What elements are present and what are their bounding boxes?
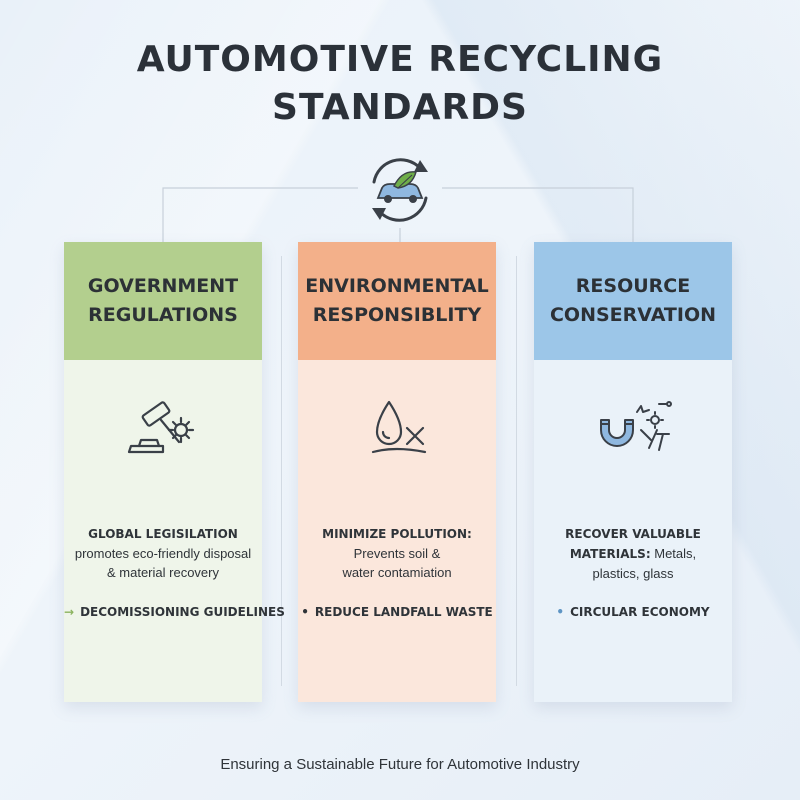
heading-line-2: CONSERVATION: [549, 304, 717, 326]
column-description: MINIMIZE POLLUTION: Prevents soil & wate…: [304, 524, 490, 582]
column-description: GLOBAL LEGISILATION promotes eco-friendl…: [70, 524, 256, 582]
recycling-car-leaf-icon: [358, 152, 442, 228]
title-line-1: AUTOMOTIVE RECYCLING: [136, 39, 664, 80]
page-title: AUTOMOTIVE RECYCLING STANDARDS: [0, 36, 800, 132]
desc-bold-line-2: MATERIALS:: [569, 547, 651, 561]
dot-bullet-icon: •: [301, 605, 309, 619]
column-bullet: → DECOMISSIONING GUIDELINES: [64, 605, 285, 619]
column-bullet: • REDUCE LANDFALL WASTE: [298, 605, 496, 619]
desc-text-line-2: water contamiation: [342, 565, 452, 580]
bullet-text: DECOMISSIONING GUIDELINES: [80, 605, 285, 619]
gavel-gear-icon: [121, 390, 205, 466]
desc-text-line-2: & material recovery: [107, 565, 219, 580]
desc-bold-line-1: RECOVER VALUABLE: [565, 527, 701, 541]
column-body: RECOVER VALUABLE MATERIALS: Metals, plas…: [534, 360, 732, 702]
column-heading: RESOURCE CONSERVATION: [534, 242, 732, 360]
desc-bold: MINIMIZE POLLUTION:: [322, 527, 472, 541]
desc-text-line-1: Prevents soil &: [353, 546, 441, 561]
title-line-2: STANDARDS: [272, 87, 528, 128]
desc-text-line-2: plastics, glass: [592, 566, 674, 581]
heading-line-1: GOVERNMENT: [87, 275, 239, 297]
desc-text-line-1: Metals,: [650, 546, 697, 561]
heading-line-1: ENVIRONMENTAL: [305, 275, 489, 297]
column-body: GLOBAL LEGISILATION promotes eco-friendl…: [64, 360, 285, 702]
dot-bullet-icon: •: [556, 605, 565, 619]
column-environmental-responsibility: ENVIRONMENTAL RESPONSIBLITY MINIMIZE POL…: [298, 242, 496, 702]
bullet-text: REDUCE LANDFALL WASTE: [314, 605, 493, 619]
column-heading: GOVERNMENT REGULATIONS: [64, 242, 262, 360]
heading-line-2: REGULATIONS: [88, 304, 238, 326]
column-divider-2: [516, 256, 517, 686]
heading-line-2: RESPONSIBLITY: [312, 304, 482, 326]
footer-tagline: Ensuring a Sustainable Future for Automo…: [220, 756, 580, 773]
arrow-bullet-icon: →: [64, 605, 75, 619]
column-heading: ENVIRONMENTAL RESPONSIBLITY: [298, 242, 496, 360]
column-resource-conservation: RESOURCE CONSERVATION: [534, 242, 732, 702]
column-government-regulations: GOVERNMENT REGULATIONS GLOBAL LEGISILATI…: [64, 242, 285, 702]
column-bullet: • CIRCULAR ECONOMY: [534, 605, 732, 619]
bullet-text: CIRCULAR ECONOMY: [570, 605, 710, 619]
droplet-pollution-x-icon: [355, 390, 439, 466]
heading-line-1: RESOURCE: [575, 275, 691, 297]
desc-text-line-1: promotes eco-friendly disposal: [74, 546, 252, 561]
desc-bold: GLOBAL LEGISILATION: [88, 527, 238, 541]
column-description: RECOVER VALUABLE MATERIALS: Metals, plas…: [540, 524, 726, 583]
column-body: MINIMIZE POLLUTION: Prevents soil & wate…: [298, 360, 496, 702]
column-divider-1: [281, 256, 282, 686]
magnet-tools-icon: [591, 390, 675, 466]
